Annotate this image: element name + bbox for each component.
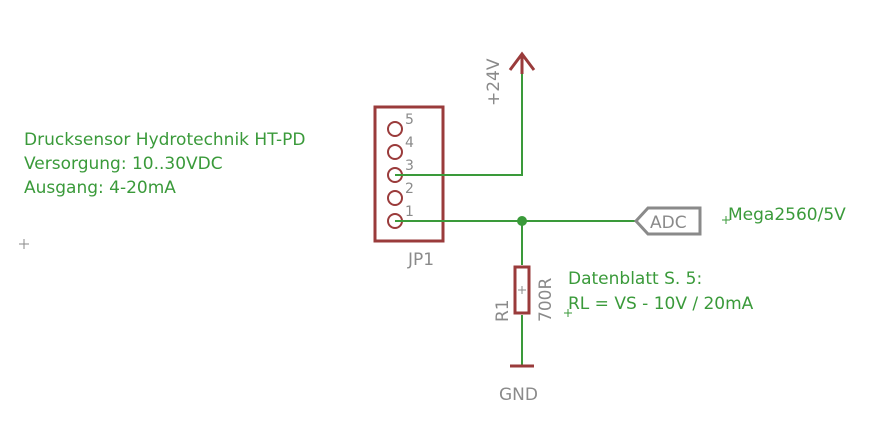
resistor-name: R1 [493, 299, 513, 322]
board-origin-cross [722, 216, 730, 224]
adc-port-flag [633, 206, 702, 236]
resistor-r1: R1 700R [493, 265, 556, 322]
note-output-range: Ausgang: 4-20mA [24, 178, 176, 198]
pin-number-5: 5 [405, 112, 414, 128]
pin-number-2: 2 [405, 181, 414, 197]
pin-number-1: 1 [405, 204, 414, 220]
ground-symbol: GND [499, 364, 538, 405]
resistor-value: 700R [536, 278, 556, 322]
datasheet-note-formula: RL = VS - 10V / 20mA [568, 294, 754, 314]
pin-number-4: 4 [405, 135, 414, 151]
supply-24v-symbol: +24V [484, 51, 536, 106]
connector-pin-5 [387, 121, 403, 137]
pin-number-3: 3 [405, 158, 414, 174]
ground-label: GND [499, 385, 538, 405]
connector-name: JP1 [407, 250, 434, 270]
junction-dot [517, 216, 527, 226]
datasheet-origin-cross [564, 309, 572, 317]
note-origin-cross [19, 239, 29, 249]
connector-jp1: 5 4 3 2 1 JP1 [373, 105, 445, 270]
datasheet-note-title: Datenblatt S. 5: [568, 269, 702, 289]
adc-board-name: Mega2560/5V [728, 205, 846, 225]
adc-port-label: ADC [650, 213, 687, 233]
supply-label: +24V [484, 58, 504, 106]
connector-pin-2 [387, 190, 403, 206]
connector-pin-4 [387, 144, 403, 160]
note-sensor-name: Drucksensor Hydrotechnik HT-PD [24, 130, 306, 150]
resistor-body [513, 265, 531, 315]
wire-supply [395, 70, 523, 176]
note-supply-range: Versorgung: 10..30VDC [24, 154, 223, 174]
adc-port: ADC [633, 206, 702, 236]
